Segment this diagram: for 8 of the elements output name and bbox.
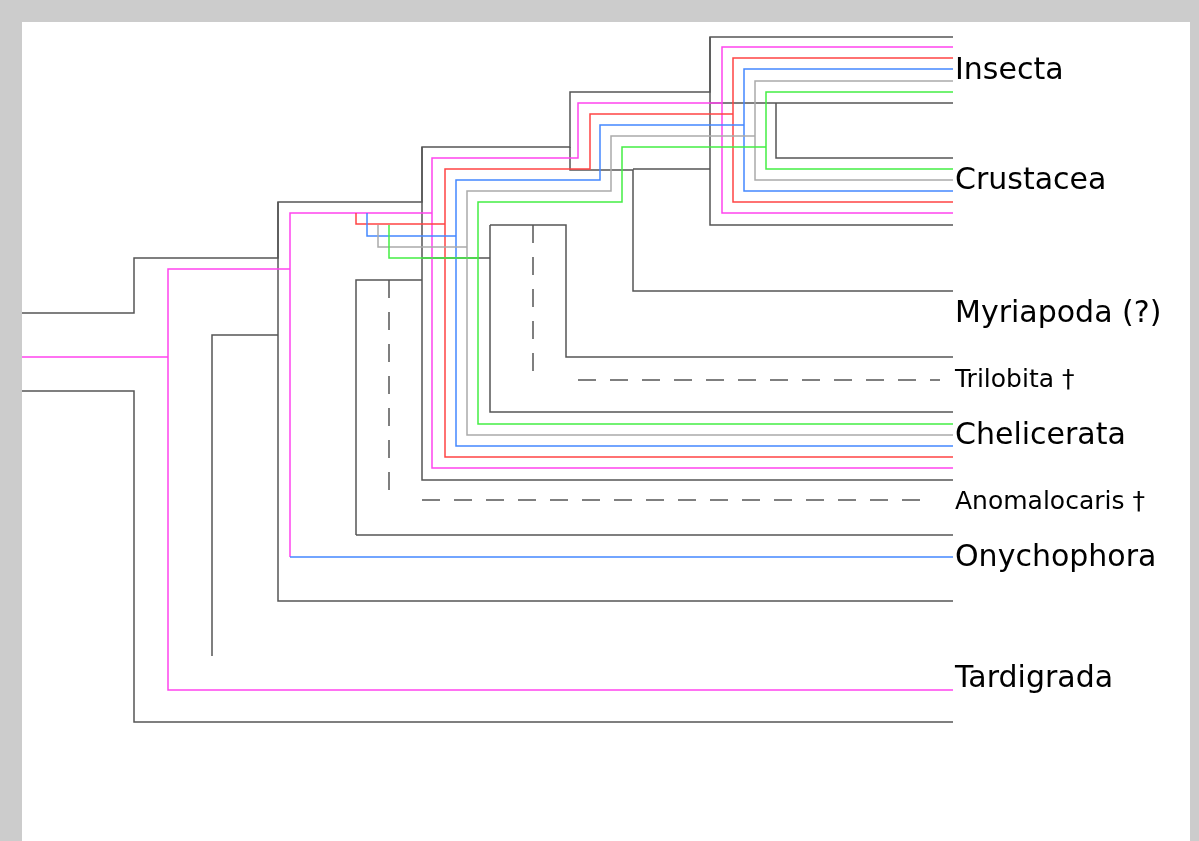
taxon-label: Crustacea: [955, 163, 1107, 194]
taxon-label: Trilobita †: [955, 366, 1075, 392]
taxon-label: Insecta: [955, 53, 1064, 84]
taxon-label: Onychophora: [955, 540, 1157, 571]
taxon-label: Myriapoda (?): [955, 296, 1162, 327]
taxon-label: Chelicerata: [955, 418, 1126, 449]
taxon-label: Anomalocaris †: [955, 488, 1145, 514]
taxon-label: Tardigrada: [955, 661, 1114, 692]
